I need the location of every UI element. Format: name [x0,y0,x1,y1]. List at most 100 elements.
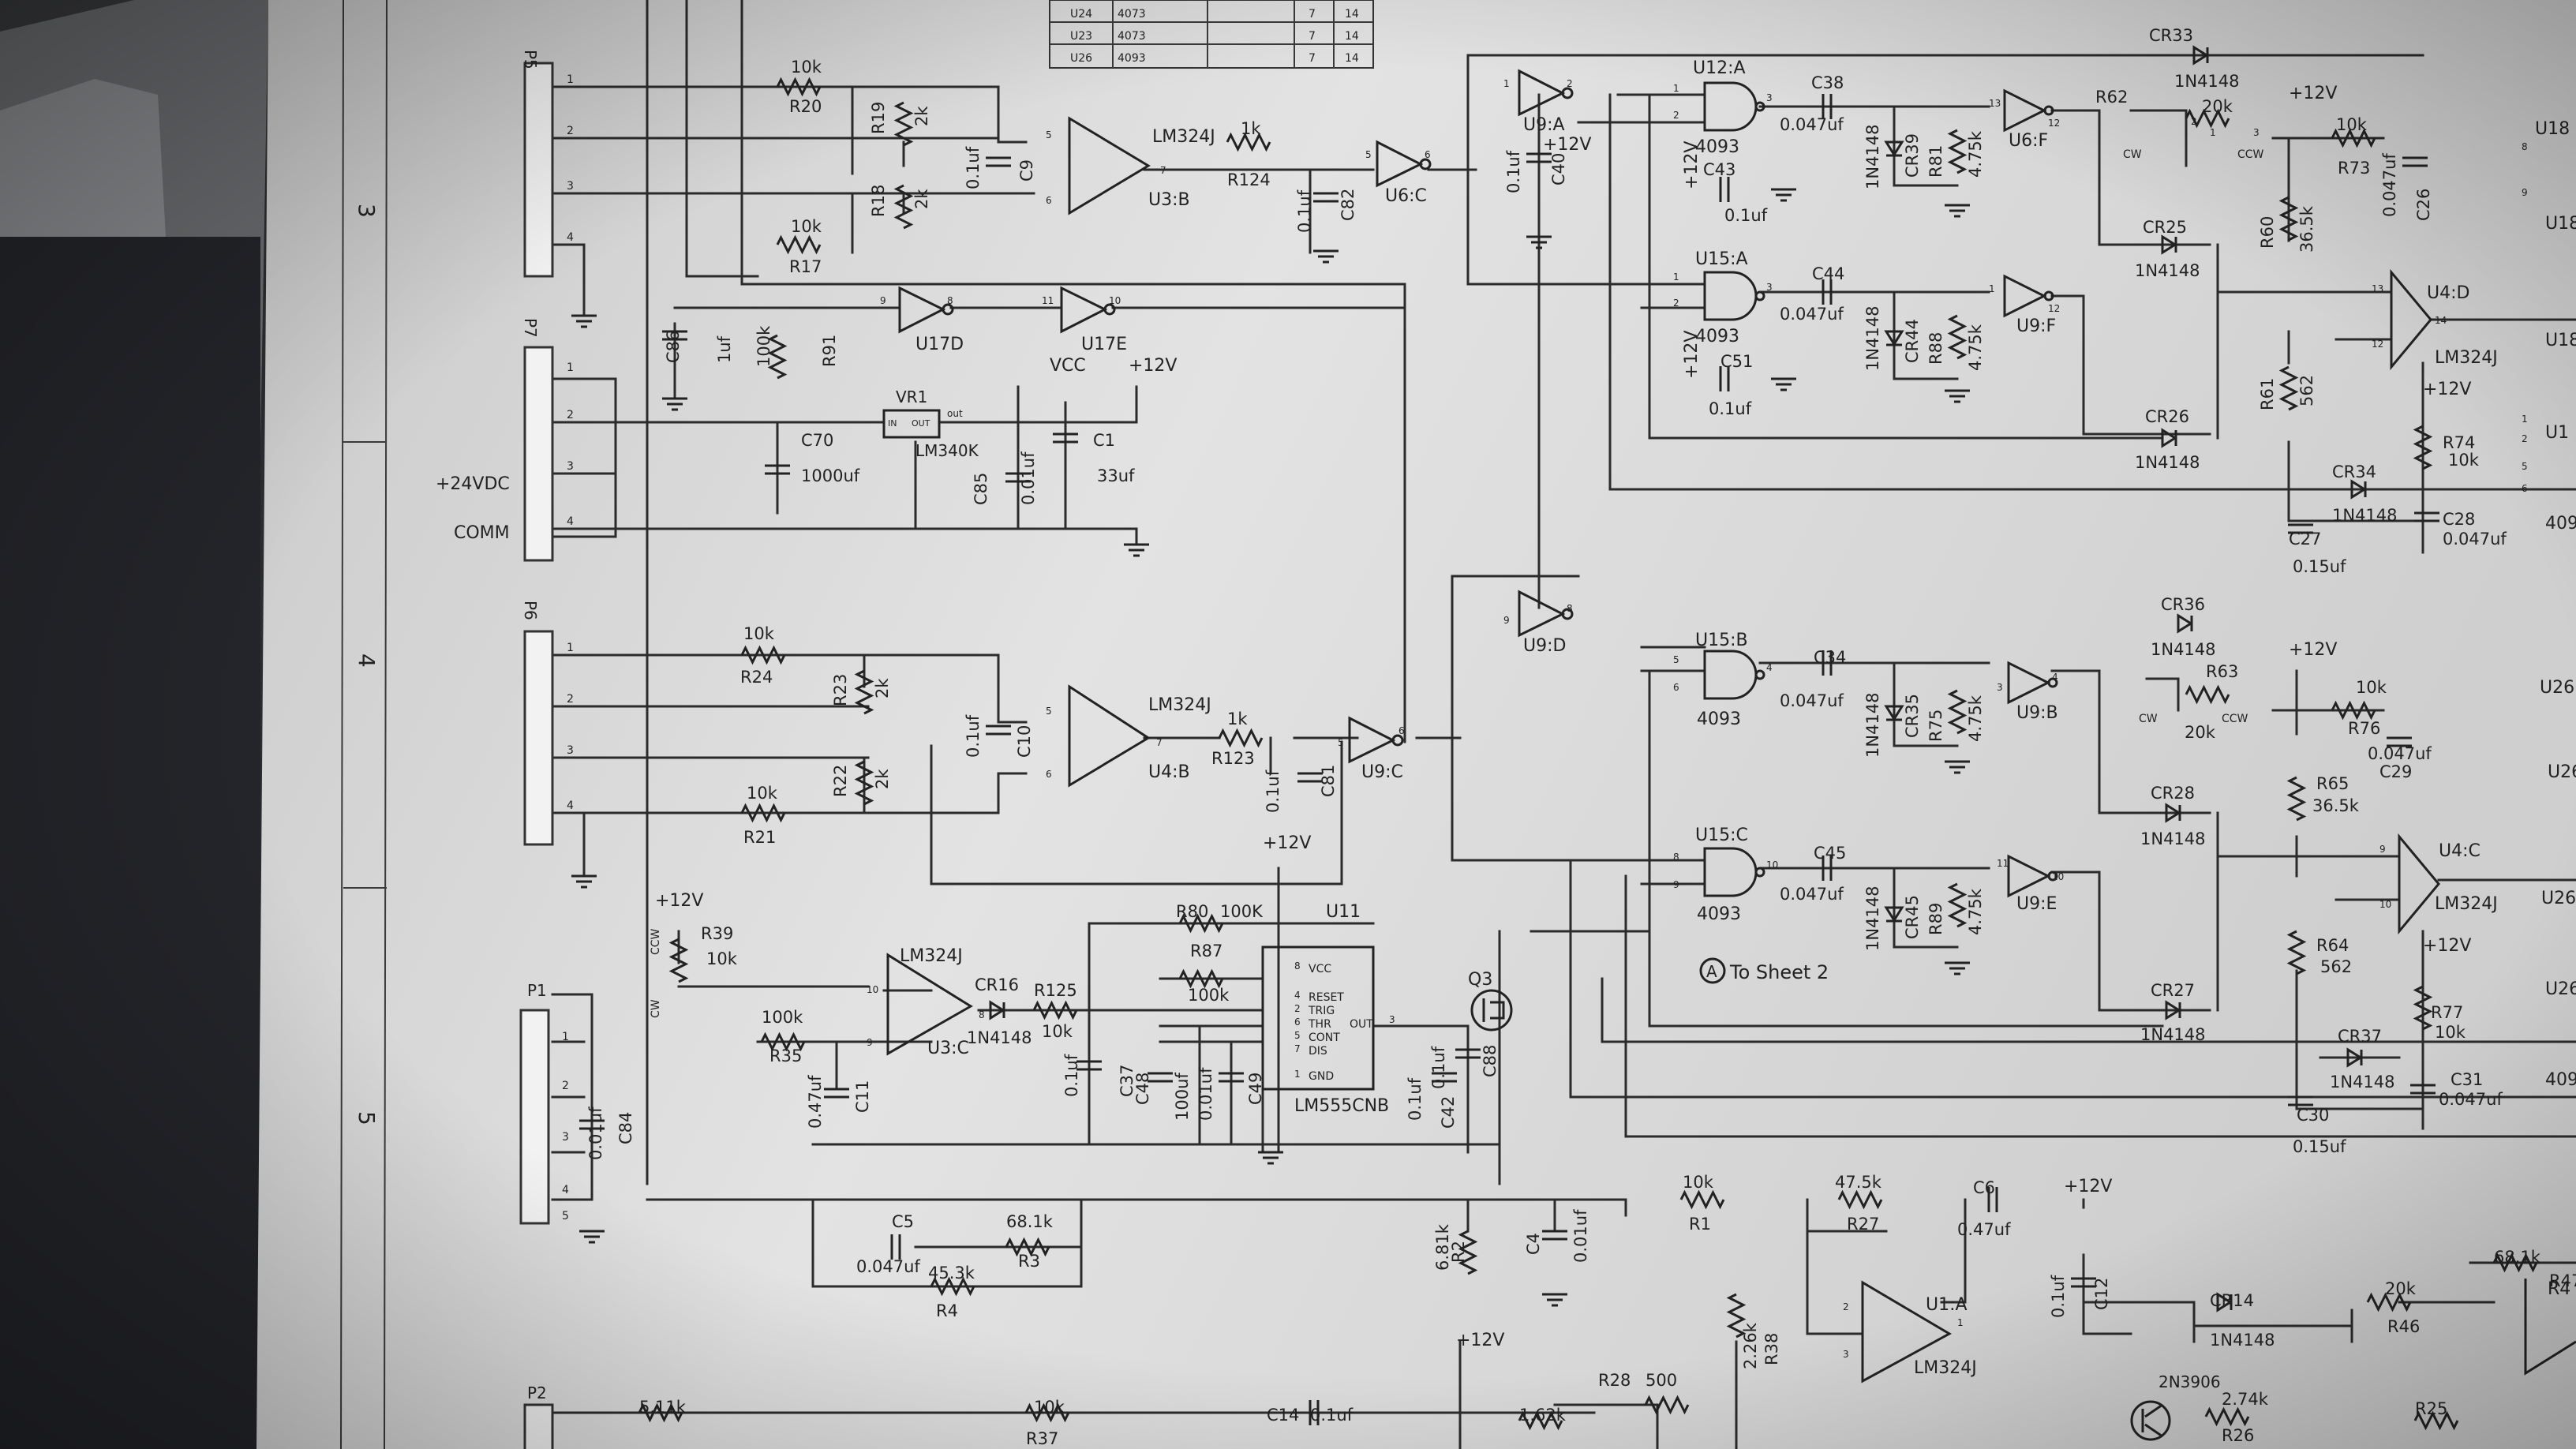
power-rail-label: +12V [655,891,703,911]
edge-label: U1 [2545,423,2569,443]
edge-label: U26 [2540,678,2574,698]
ref-label: U9:A [1523,115,1565,135]
part-label: 4093 [1695,327,1739,346]
resistor-r_p2: 5.11k [638,1398,687,1423]
ref-label: C49 [1246,1073,1265,1105]
power-rail-label: +12V [1456,1331,1504,1350]
ref-label: U15:C [1695,826,1748,845]
ref-label: R64 [2316,936,2349,955]
ref-label: R74 [2443,433,2475,452]
ref-label: U11 [1326,902,1361,922]
part-label: LM324J [1148,695,1211,715]
power-rail-label: +12V [1682,331,1702,379]
pin-label: 2 [562,1080,569,1092]
pin-label: 6 [1294,1017,1301,1028]
value-label: 100uf [1173,1073,1192,1121]
ref-label: P5 [521,50,540,69]
ref-label: R23 [831,674,850,706]
pin-label: 2 [1843,1301,1849,1312]
ref-label: CR34 [2332,462,2376,481]
edge-label: U18 [2545,214,2576,234]
ref-label: CR44 [1903,319,1922,363]
ref-label: CR33 [2149,26,2193,45]
part-label: LM324J [2435,894,2498,914]
ref-label: P6 [521,601,540,620]
ref-label: R63 [2206,662,2238,681]
pin-label: 12 [2372,339,2383,350]
ref-label: C51 [1720,352,1753,371]
pin-label: 4 [567,231,574,244]
value-label: 1000uf [801,466,860,485]
pin-label: 9 [867,1037,873,1048]
power-rail-label: +12V [1263,833,1311,853]
ref-label: C31 [2451,1070,2483,1089]
pin-label: 11 [1997,858,2009,869]
ref-label: R35 [769,1046,802,1065]
value-label: 100k [762,1008,803,1027]
value-label: 0.1uf [964,146,983,189]
ref-label: C42 [1439,1096,1458,1129]
value-label: 0.01uf [586,1106,605,1160]
ref-label: U3:C [927,1039,969,1058]
pot-direction-label: CCW [2237,148,2264,161]
ref-label: C43 [1703,160,1735,179]
value-label: 10k [2336,115,2368,134]
pin-label: 10 [1109,295,1121,306]
value-label: 0.1uf [1709,399,1752,418]
value-label: 0.47uf [806,1075,825,1129]
value-label: 1k [1227,710,1248,728]
power-rail-label: +12V [1129,356,1177,376]
value-label: 0.1uf [1429,1046,1448,1089]
table-cell: U24 [1070,8,1092,21]
value-label: 1N4148 [1863,124,1882,189]
ref-label: U17D [915,335,964,354]
edge-label: U26 [2545,979,2576,999]
value-label: 0.047uf [2443,530,2507,549]
pin-label: 10 [2379,899,2391,910]
ref-label: C70 [801,431,833,450]
ref-label: R1 [1689,1215,1711,1234]
ref-label: U4:D [2427,283,2469,303]
ref-label: CR37 [2338,1027,2382,1046]
table-cell: 14 [1345,30,1359,43]
value-label: 0.047uf [2368,744,2432,763]
pin-label: 1 [1989,283,1995,294]
pin-label: OUT [1350,1018,1373,1031]
value-label: 2.26k [1741,1322,1760,1369]
pin-label: out [947,408,963,419]
value-label: 4.75k [1966,695,1985,742]
ref-label: R81 [1926,145,1945,178]
zone-label: 3 [354,204,380,218]
pin-label: 8 [947,295,953,306]
value-label: 0.1uf [1310,1406,1354,1425]
pin-label: 3 [1843,1349,1849,1360]
pin-label: 10 [2052,871,2064,882]
value-label: 1N4148 [2135,261,2200,280]
value-label: 2.74k [2222,1390,2269,1409]
table-cell: 7 [1309,8,1316,21]
pin-label: 1 [1294,1069,1301,1080]
value-label: 10k [791,58,822,77]
ref-label: CR45 [1903,895,1922,939]
ref-label: CR39 [1903,133,1922,178]
pin-label: 2 [567,125,574,137]
part-label: LM324J [2435,348,2498,368]
pin-label: THR [1308,1018,1331,1031]
pin-label: 5 [1338,737,1344,748]
ref-label: R47 [2549,1271,2576,1290]
ref-label: C14 [1267,1406,1299,1425]
pin-label: 12 [2048,303,2060,314]
table-cell: U23 [1070,30,1092,43]
ref-label: R123 [1211,749,1255,768]
edge-label: U26 [2541,889,2576,908]
resistor-r_162: 1.62k [1518,1406,1567,1431]
pin-label: 2 [567,409,574,421]
part-label: LM555CNB [1294,1096,1389,1116]
part-label: 4093 [1697,904,1741,924]
pin-label: VCC [1309,963,1331,975]
edge-label: 409 [2545,1070,2576,1090]
value-label: 100k [754,325,773,367]
value-label: 10k [1683,1173,1714,1192]
value-label: 20k [2185,723,2216,742]
